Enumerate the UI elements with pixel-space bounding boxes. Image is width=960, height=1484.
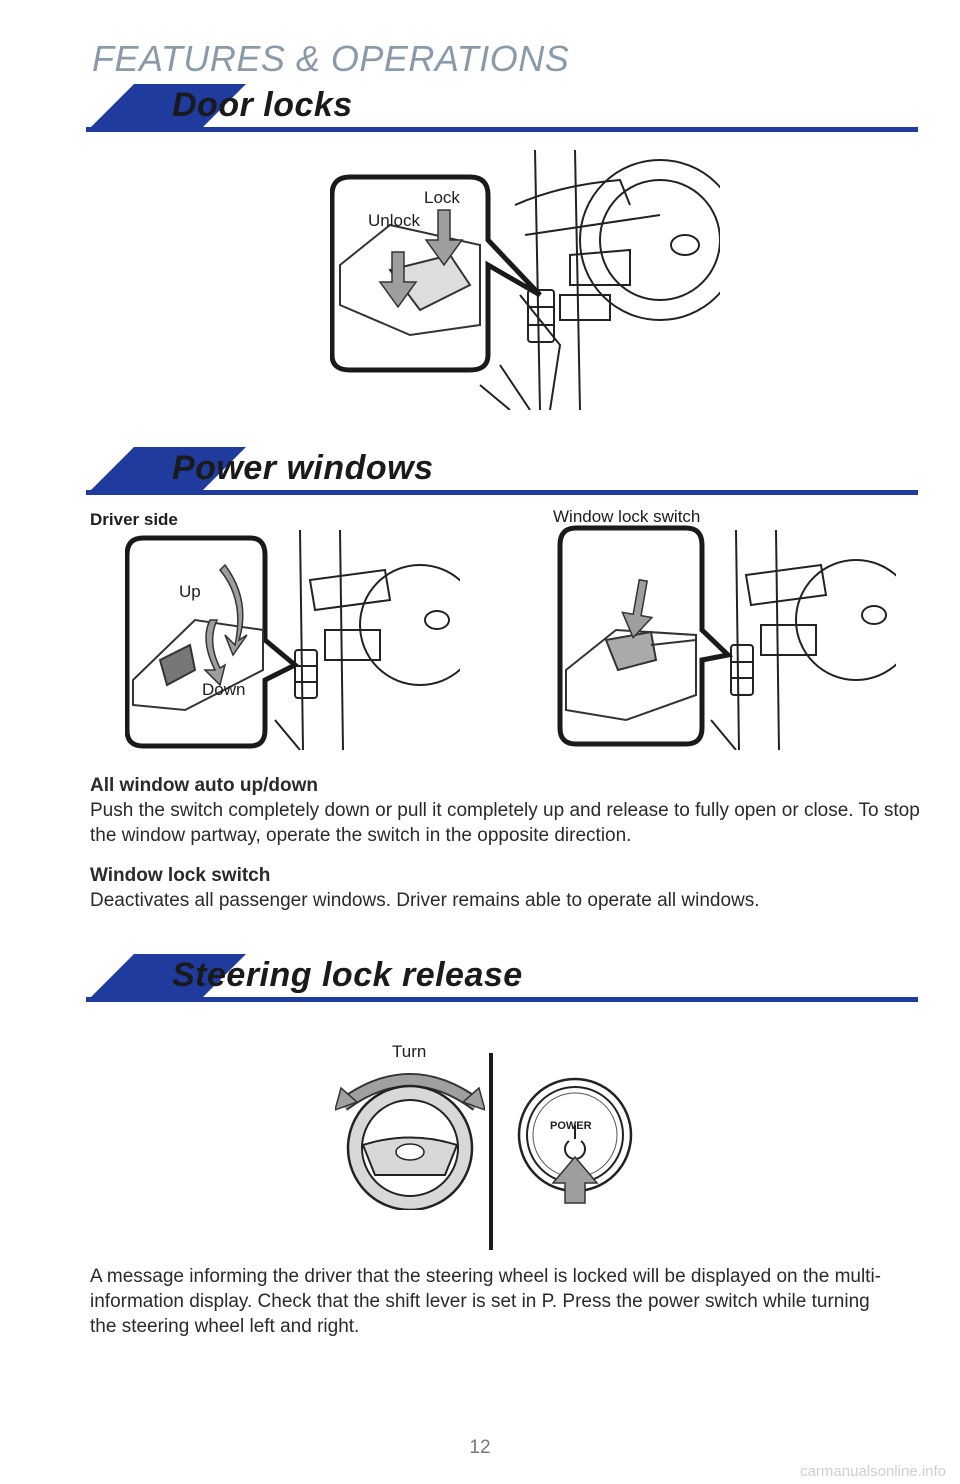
auto-up-down-heading: All window auto up/down [90,775,318,796]
window-lock-heading: Window lock switch [90,865,271,886]
auto-up-down-text: Push the switch completely down or pull … [90,800,920,846]
section-bar-power-windows [86,445,918,495]
section-title-power-windows: Power windows [172,449,434,487]
power-button-label: POWER [550,1120,592,1132]
unlock-label: Unlock [368,211,420,230]
steering-wheel-illustration [335,1073,485,1210]
driver-window-illustration [125,529,460,750]
window-lock-illustration [557,525,896,750]
window-lock-text: Deactivates all passenger windows. Drive… [90,890,760,911]
window-lock-paragraph: Window lock switch Deactivates all passe… [90,863,920,913]
auto-up-down-paragraph: All window auto up/down Push the switch … [90,773,920,848]
section-title-steering-lock: Steering lock release [172,956,523,994]
power-switch-illustration [517,1077,633,1204]
page-number: 12 [469,1437,491,1458]
steering-lock-text: A message informing the driver that the … [90,1266,882,1337]
steering-divider [489,1053,493,1250]
section-bar-steering-lock [86,952,918,1002]
section-title-door-locks: Door locks [172,86,353,124]
turn-label: Turn [392,1042,427,1061]
lock-label: Lock [424,188,460,207]
page-header: FEATURES & OPERATIONS [92,38,570,79]
window-lock-switch-caption: Window lock switch [553,507,701,526]
footer-url: carmanualsonline.info [800,1463,946,1480]
down-label: Down [202,680,246,699]
up-label: Up [179,582,201,601]
driver-side-label: Driver side [90,510,178,529]
section-bar-door-locks [86,82,918,132]
door-lock-illustration [330,149,720,410]
